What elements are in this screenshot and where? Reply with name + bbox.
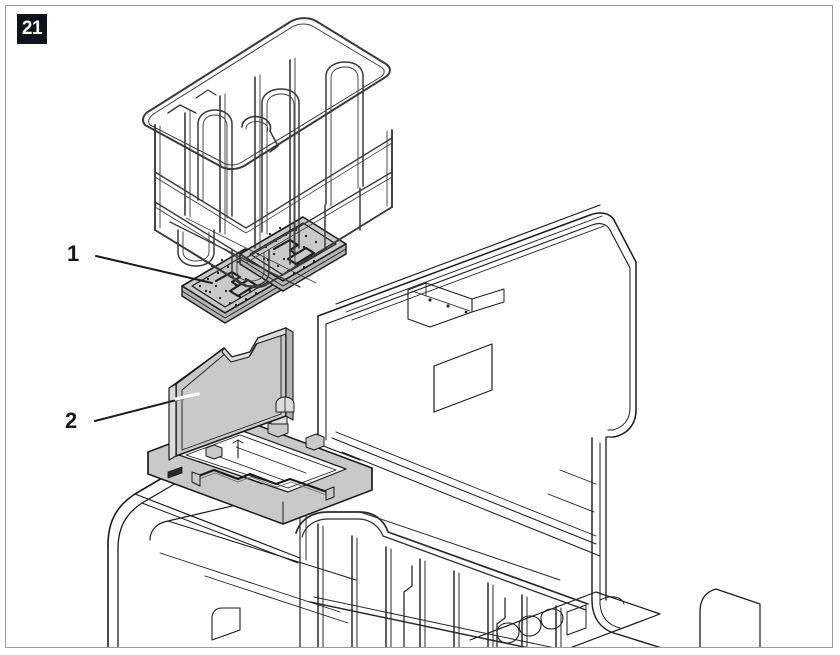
callout-label-2: 2 <box>65 408 78 433</box>
wire-basket <box>142 17 393 289</box>
interior-wire-rack <box>295 511 589 647</box>
callout-leaders <box>94 255 213 422</box>
appliance-door <box>317 204 637 601</box>
appliance-body <box>107 436 761 647</box>
leader-line-1 <box>95 255 213 284</box>
figure-number-badge: 21 <box>17 14 47 44</box>
filter-housing-lid <box>168 327 295 461</box>
callout-label-1: 1 <box>67 241 80 266</box>
